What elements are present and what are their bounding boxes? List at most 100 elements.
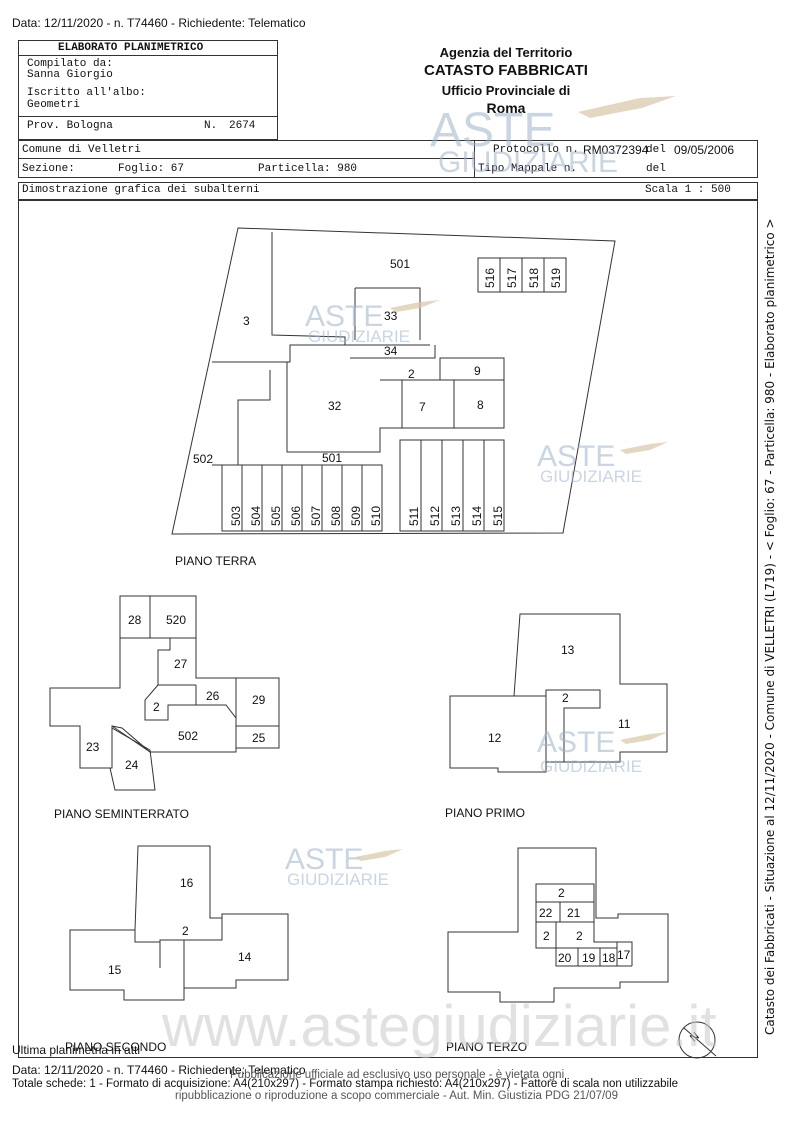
ultima-planimetria: Ultima planimetria in atti — [12, 1043, 141, 1057]
n-value: 2674 — [229, 120, 256, 132]
iscritto-value: Geometri — [27, 99, 80, 111]
unit-label: 2 — [576, 929, 583, 943]
gavel-icon — [355, 849, 403, 861]
footer-data-line: Data: 12/11/2020 - n. T74460 - Richieden… — [12, 1063, 306, 1077]
unit-label: 510 — [369, 506, 383, 526]
unit-label: 520 — [166, 613, 186, 627]
watermark-aste: ASTE — [537, 440, 615, 473]
particella-label: Particella: 980 — [258, 163, 358, 175]
unit-label: 25 — [252, 731, 266, 745]
unit-label: 23 — [86, 740, 100, 754]
city-label: Roma — [486, 100, 526, 116]
north-arrow-icon — [678, 1021, 716, 1059]
dimostrazione-label: Dimostrazione grafica dei subalterni — [22, 184, 260, 196]
unit-label: 516 — [483, 268, 497, 288]
unit-label: 2 — [182, 924, 189, 938]
terra-wall — [350, 345, 436, 359]
unit-label: 26 — [206, 689, 220, 703]
piano-terra-title: PIANO TERRA — [175, 554, 256, 568]
unit-label: 509 — [349, 506, 363, 526]
unit-label: 502 — [178, 729, 198, 743]
comune-label: Comune di Velletri — [22, 144, 141, 156]
watermark-aste: ASTE — [537, 726, 615, 759]
terra-wall — [212, 370, 271, 466]
unit-label: 29 — [252, 693, 266, 707]
comune-row — [18, 140, 758, 178]
unit-label: 2 — [558, 886, 565, 900]
del-value: 09/05/2006 — [674, 143, 735, 157]
units-511-515 — [399, 439, 505, 532]
unit-label: 502 — [193, 452, 213, 466]
gavel-icon — [620, 732, 668, 744]
terra-outline — [171, 227, 616, 535]
secondo-outline — [69, 845, 289, 1001]
divider — [474, 140, 475, 178]
compilato-value: Sanna Giorgio — [27, 69, 113, 81]
unit-label: 7 — [419, 400, 426, 414]
unit-label: 12 — [488, 731, 502, 745]
watermark-aste: ASTE — [305, 300, 383, 333]
terzo-wall — [556, 921, 633, 966]
unit-label: 32 — [328, 399, 342, 413]
divider — [18, 158, 474, 159]
scala-label: Scala 1 : 500 — [645, 184, 731, 196]
secondo-wall — [134, 930, 185, 988]
seminterrato-outline — [49, 595, 280, 769]
terra-wall — [286, 362, 403, 453]
compilato-label: Compilato da: — [27, 58, 113, 70]
piano-primo-title: PIANO PRIMO — [445, 806, 525, 820]
iscritto-label: Iscritto all'albo: — [27, 87, 146, 99]
form-header: ELABORATO PLANIMETRICO Compilato da: San… — [18, 40, 758, 140]
protocollo-label: Protocollo n. — [493, 144, 579, 156]
unit-label: 9 — [474, 364, 481, 378]
top-header: Data: 12/11/2020 - n. T74460 - Richieden… — [12, 16, 306, 30]
watermark-site: www.astegiudiziarie.it — [161, 994, 716, 1059]
unit-label: 514 — [470, 506, 484, 526]
unit-label: 504 — [249, 506, 263, 526]
watermark-giudiziarie: GIUDIZIARIE — [308, 327, 410, 346]
unit-25 — [235, 725, 280, 749]
unit-label: 19 — [582, 951, 596, 965]
dimostrazione-row — [18, 182, 758, 200]
unit-label: 2 — [562, 691, 569, 705]
secondo-wall — [184, 918, 223, 941]
unit-label: 507 — [309, 506, 323, 526]
divider — [18, 55, 278, 56]
elaborato-title: ELABORATO PLANIMETRICO — [58, 42, 204, 54]
unit-label: 512 — [428, 506, 442, 526]
unit-24 — [109, 726, 156, 791]
protocollo-value: RM0372394 — [583, 143, 649, 157]
unit-label: 27 — [174, 657, 188, 671]
unit-label: 8 — [477, 398, 484, 412]
north-arrow-icon — [683, 1027, 717, 1057]
side-info-text: Catasto dei Fabbricati - Situazione al 1… — [763, 218, 777, 1035]
semi-wall — [157, 638, 196, 686]
unit-label: 21 — [567, 906, 581, 920]
unit-label: 2 — [543, 929, 550, 943]
unit-label: 20 — [558, 951, 572, 965]
unit-label: 24 — [125, 758, 139, 772]
unit-520 — [149, 595, 197, 639]
unit-label: 513 — [449, 506, 463, 526]
unit-label: 11 — [618, 717, 631, 731]
terra-wall — [212, 344, 430, 363]
unit-7 — [401, 379, 455, 429]
prov-label: Prov. Bologna — [27, 120, 113, 132]
unit-label: 2 — [153, 700, 160, 714]
unit-2a — [535, 883, 595, 903]
unit-label: 518 — [527, 268, 541, 288]
gavel-icon — [390, 300, 440, 312]
unit-label: 34 — [384, 344, 398, 358]
piano-seminterrato-title: PIANO SEMINTERRATO — [54, 807, 189, 821]
n-label: N. — [204, 120, 218, 132]
watermark-giudiziarie: GIUDIZIARIE — [540, 757, 642, 776]
unit-9 — [439, 357, 505, 381]
unit-label: 16 — [180, 876, 194, 890]
terzo-outline — [447, 847, 669, 1003]
del-label: del — [646, 144, 666, 156]
agency-name: Agenzia del Territorio — [439, 45, 573, 60]
unit-label: 501 — [390, 257, 410, 271]
unit-label: 501 — [322, 451, 342, 465]
watermark-giudiziarie: GIUDIZIARIE — [287, 870, 389, 889]
